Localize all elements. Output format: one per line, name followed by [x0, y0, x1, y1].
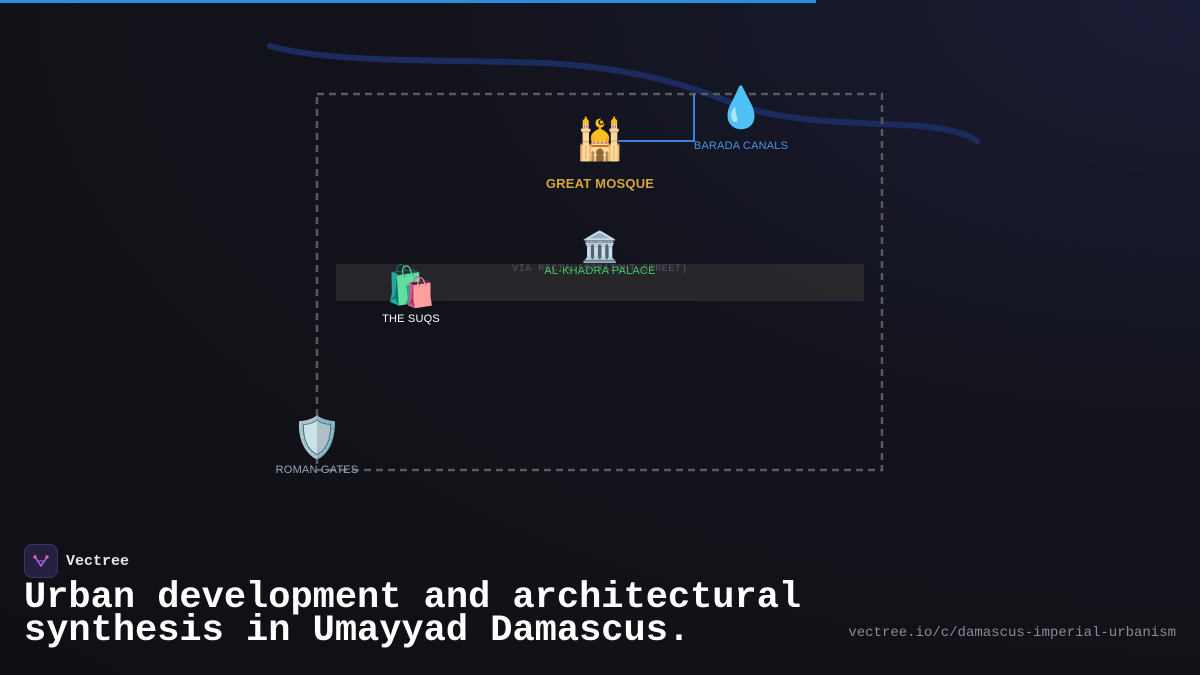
al-khadra-palace-label: AL-KHADRA PALACE: [544, 265, 656, 277]
mosque-icon: 🕌: [575, 118, 625, 162]
great-mosque-marker[interactable]: 🕌 GREAT MOSQUE: [546, 120, 654, 191]
straight-street: [336, 264, 864, 301]
progress-bar: [0, 0, 1200, 3]
al-khadra-palace-marker[interactable]: 🏛️ AL-KHADRA PALACE: [544, 231, 656, 278]
progress-fill: [0, 0, 816, 3]
roman-gates-label: ROMAN GATES: [275, 464, 359, 476]
classical-building-icon: 🏛️: [581, 231, 619, 264]
brand: Vectree: [24, 544, 129, 578]
water-drop-icon: 💧: [716, 86, 766, 130]
brand-name: Vectree: [66, 552, 130, 570]
barada-canals-marker[interactable]: 💧 BARADA CANALS: [694, 88, 788, 152]
the-suqs-marker[interactable]: 🛍️ THE SUQS: [382, 267, 440, 325]
source-url[interactable]: vectree.io/c/damascus-imperial-urbanism: [848, 625, 1176, 641]
vectree-logo-icon: [24, 544, 58, 578]
great-mosque-label: GREAT MOSQUE: [545, 176, 655, 191]
via-recta-label: VIA RECTA (STRAIGHT STREET): [512, 264, 688, 275]
headline: Urban development and architectural synt…: [24, 577, 802, 652]
shield-icon: 🛡️: [292, 416, 342, 460]
canal-connector: [618, 94, 695, 142]
city-walls: [315, 92, 884, 472]
barada-canals-label: BARADA CANALS: [693, 140, 789, 152]
barada-river: [267, 43, 980, 144]
the-suqs-label: THE SUQS: [382, 313, 440, 325]
roman-gates-marker[interactable]: 🛡️ ROMAN GATES: [276, 418, 359, 476]
shopping-bags-icon: 🛍️: [386, 265, 436, 309]
